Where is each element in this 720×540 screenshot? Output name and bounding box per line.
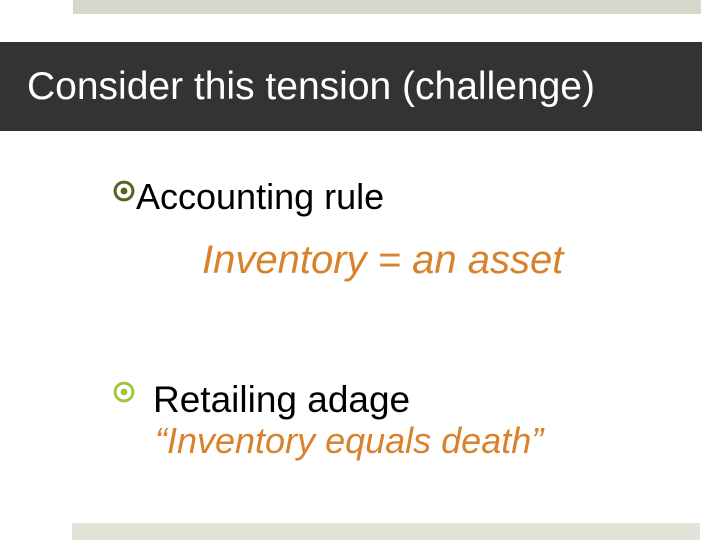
bullet-subtext: “Inventory equals death”	[155, 420, 544, 461]
top-accent-bar	[73, 0, 701, 14]
bullet-label: Accounting rule	[136, 176, 385, 217]
bullet-label: Retailing adage	[153, 379, 411, 420]
radio-bullet-icon	[113, 180, 135, 202]
title-band: Consider this tension (challenge)	[0, 42, 702, 131]
radio-bullet-icon	[113, 381, 135, 403]
bullet-subtext: Inventory = an asset	[202, 238, 564, 282]
bottom-accent-bar	[72, 523, 700, 540]
slide-title: Consider this tension (challenge)	[27, 65, 595, 108]
